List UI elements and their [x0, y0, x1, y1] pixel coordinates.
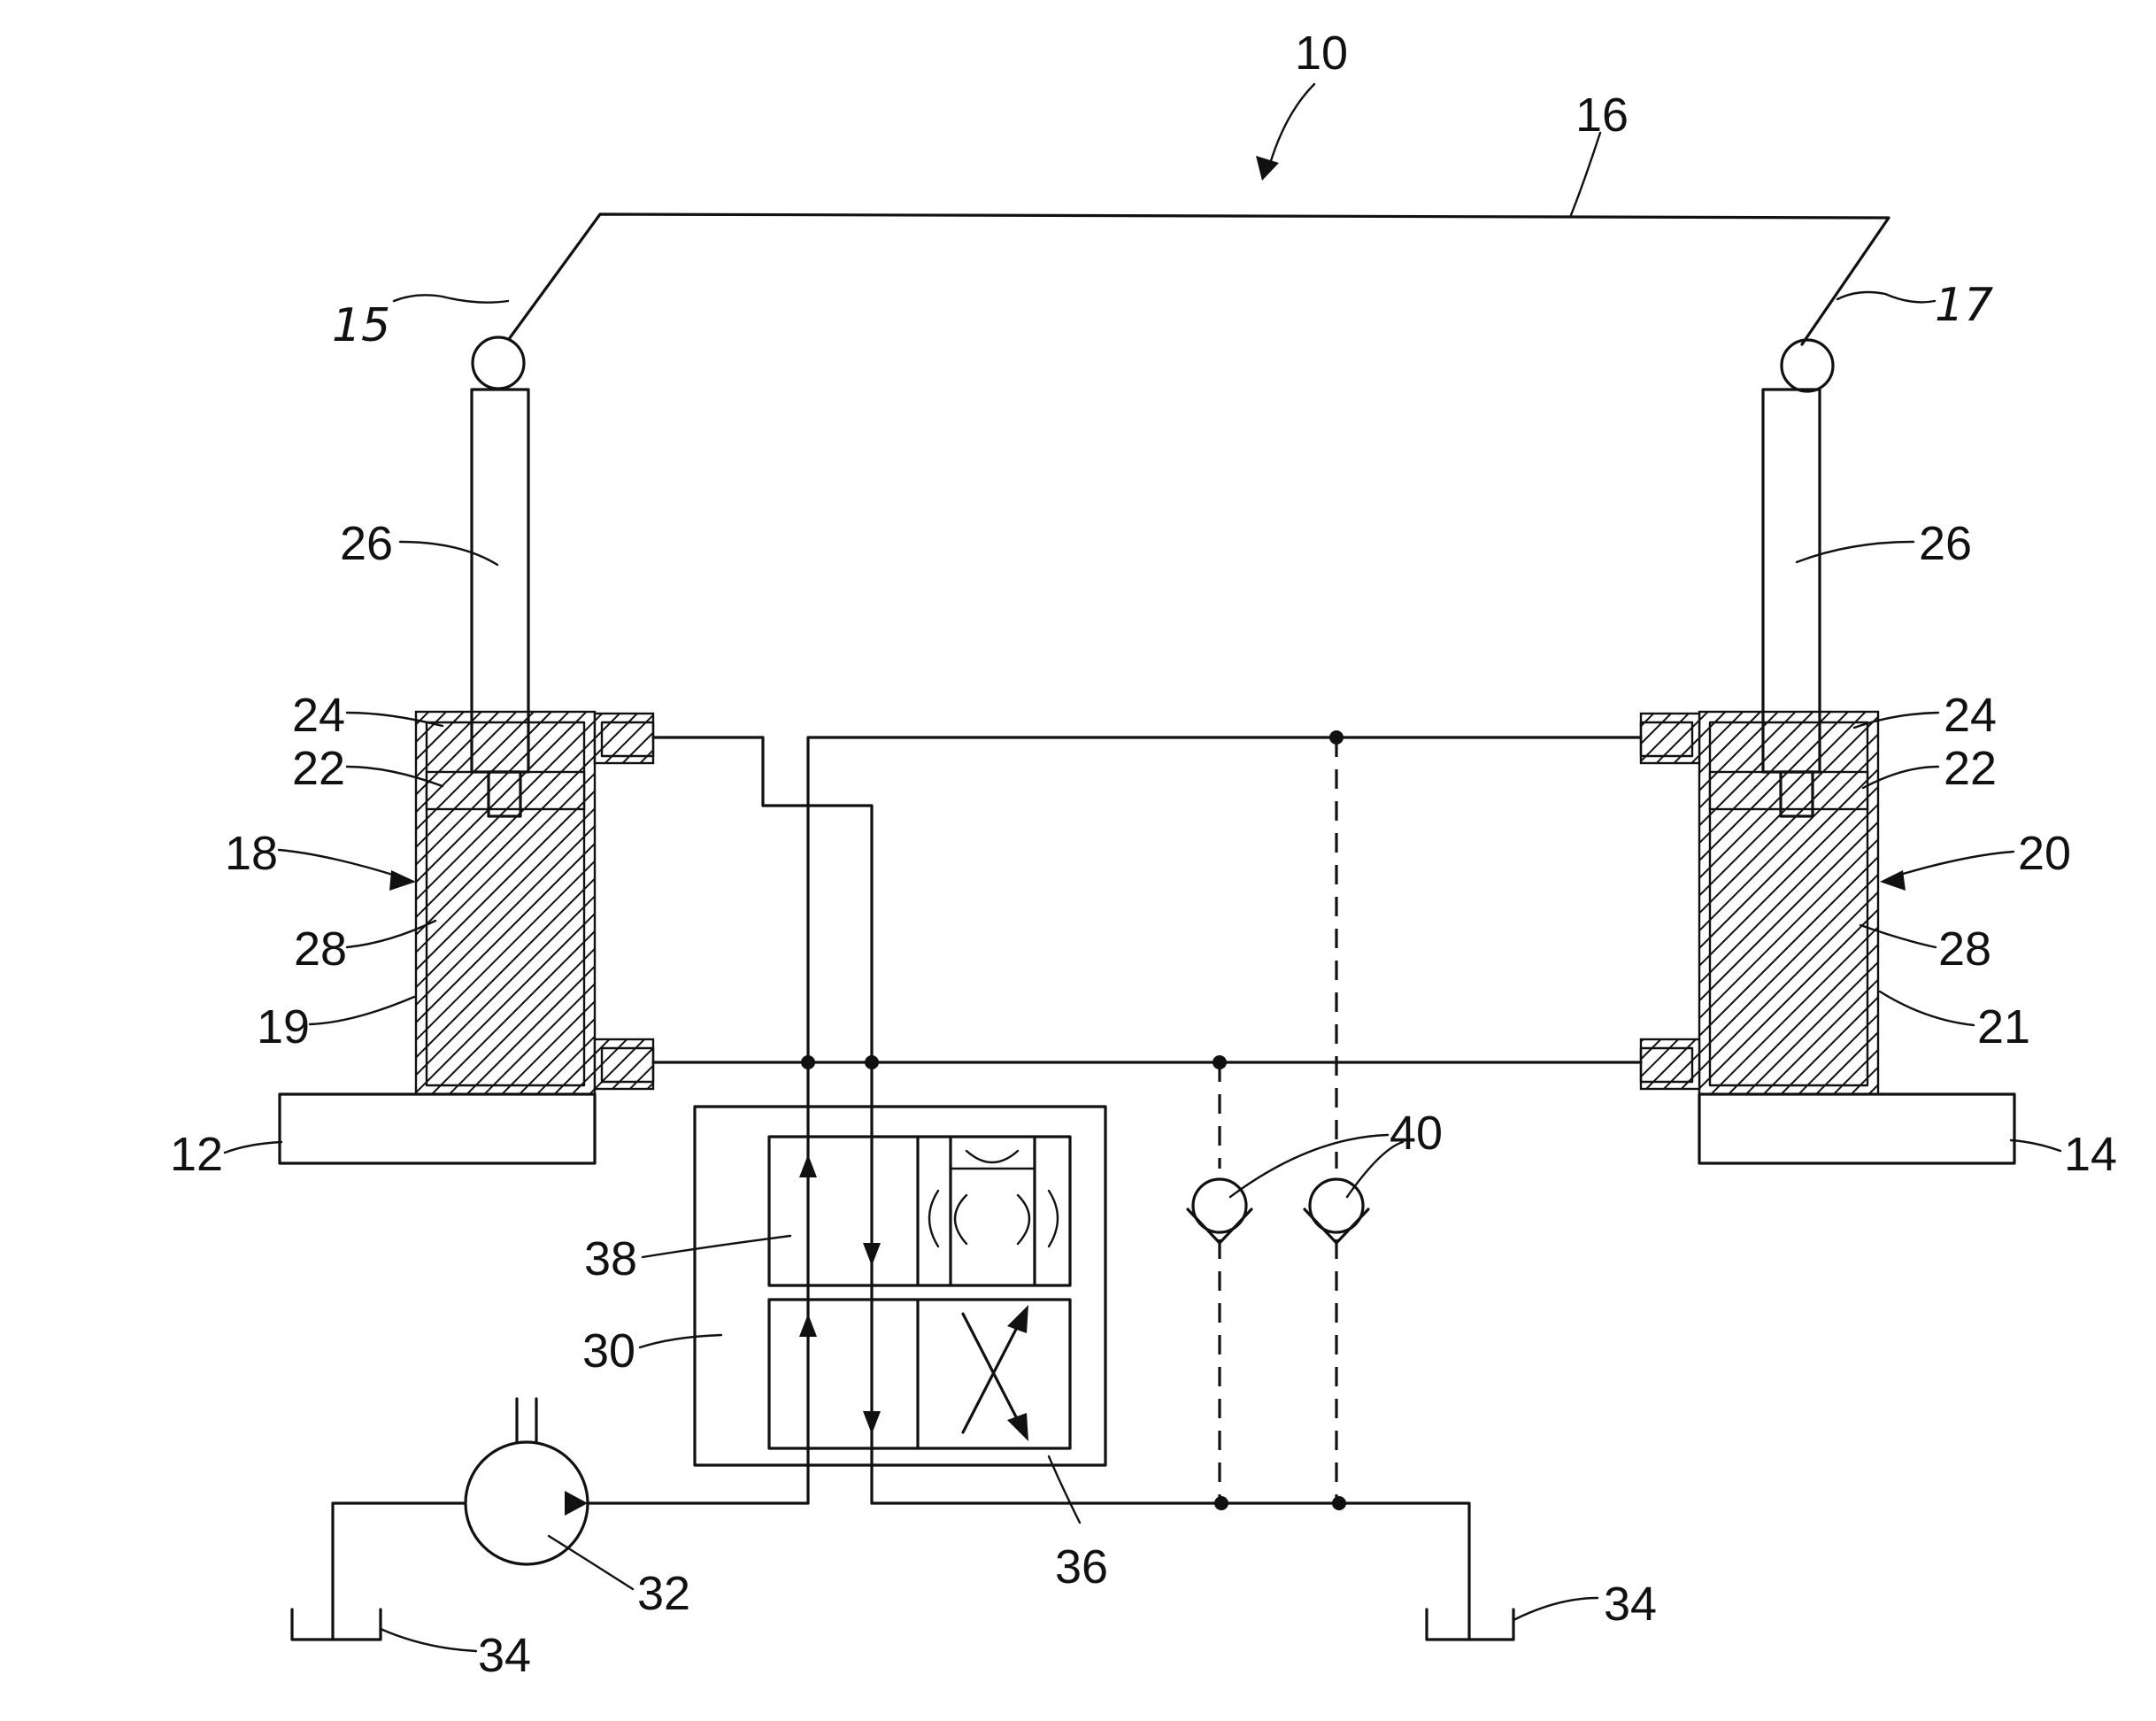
label-rod-chamber-right: 24 [1944, 689, 1997, 742]
valve-section-upper [769, 1137, 1070, 1285]
label-housing-right: 21 [1977, 1000, 2030, 1053]
base-right [1699, 1094, 2014, 1163]
label-tank-left: 34 [478, 1629, 531, 1682]
label-base-right: 14 [2064, 1128, 2117, 1181]
label-piston-left: 22 [292, 742, 345, 795]
tank-left [292, 1609, 381, 1640]
label-tank-right: 34 [1604, 1578, 1657, 1631]
pivot-joint-right [1782, 340, 1833, 391]
label-base-left: 12 [170, 1128, 223, 1181]
valve-block [695, 1107, 1105, 1465]
pivot-joint-left [473, 337, 524, 389]
label-pivot-left: 15 [332, 299, 390, 352]
base-left [280, 1094, 595, 1163]
pump [466, 1399, 588, 1564]
label-pivot-right: 17 [1935, 279, 1993, 332]
label-piston-chamber-left: 28 [294, 922, 347, 976]
label-piston-rod-right: 26 [1919, 517, 1972, 570]
label-cylinder-left: 18 [225, 827, 278, 880]
label-system: 10 [1295, 27, 1348, 80]
label-valve-section-upper: 38 [584, 1232, 637, 1285]
label-housing-left: 19 [257, 1000, 310, 1053]
label-rod-chamber-left: 24 [292, 689, 345, 742]
label-piston-rod-left: 26 [340, 517, 393, 570]
check-valve-group [1188, 737, 1368, 1503]
label-valve-block: 30 [582, 1324, 635, 1378]
label-pump: 32 [637, 1567, 690, 1620]
label-check-valves: 40 [1390, 1107, 1443, 1160]
frame [473, 214, 1889, 391]
label-frame: 16 [1575, 89, 1629, 142]
label-piston-right: 22 [1944, 742, 1997, 795]
label-cylinder-right: 20 [2018, 827, 2071, 880]
piston-left [427, 772, 584, 809]
label-valve-section-lower: 36 [1055, 1540, 1108, 1594]
piston-right [1710, 772, 1867, 809]
label-piston-chamber-right: 28 [1938, 922, 1991, 976]
